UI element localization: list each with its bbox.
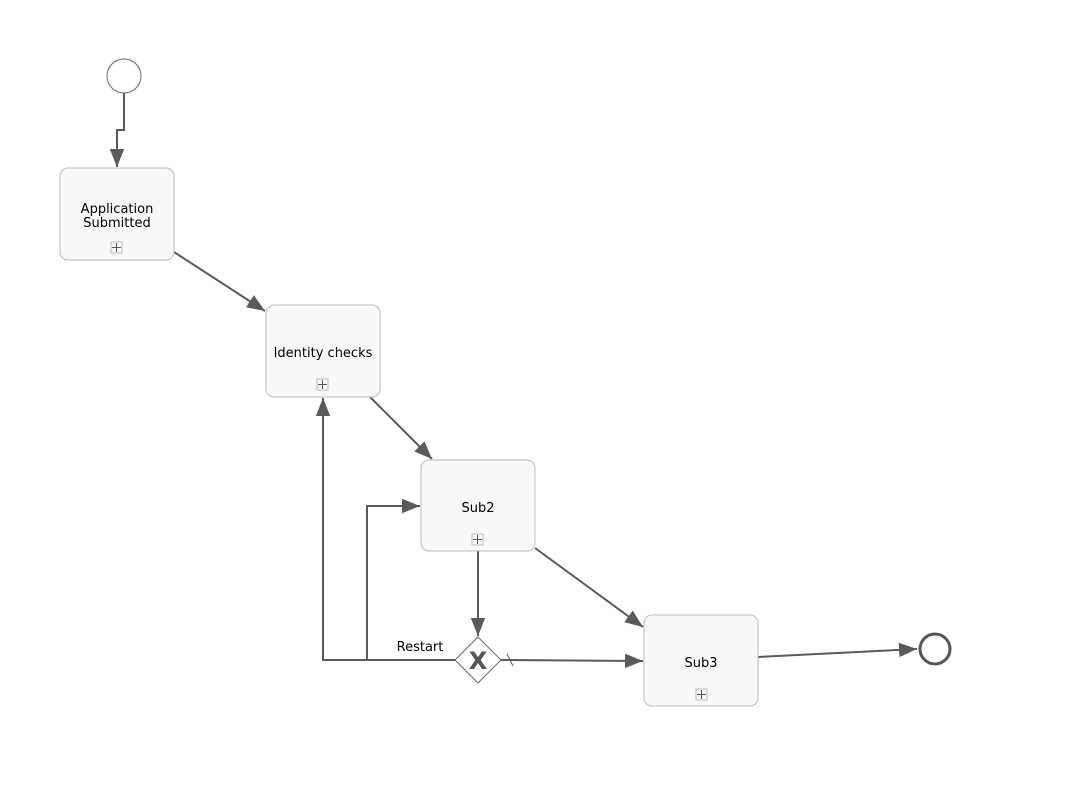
- collapsed-subprocess-icon[interactable]: [471, 533, 484, 546]
- task-sub3[interactable]: Sub3: [643, 614, 759, 707]
- collapsed-subprocess-icon[interactable]: [695, 688, 708, 701]
- exclusive-gateway[interactable]: X: [454, 636, 502, 684]
- task-label-line: Submitted: [83, 216, 150, 231]
- flow-start-to-application[interactable]: [109, 93, 125, 167]
- default-flow-marker: [506, 653, 514, 667]
- flow-restart-to-sub2[interactable]: [366, 498, 420, 660]
- start-event-circle[interactable]: [106, 58, 142, 94]
- flow-restart-to-identity[interactable]: [315, 398, 455, 661]
- task-label: Identity checks: [274, 346, 373, 361]
- task-label-line: Application: [81, 202, 154, 217]
- flow-gateway-to-sub3[interactable]: [500, 653, 644, 669]
- task-sub2[interactable]: Sub2: [420, 459, 536, 552]
- flow-sub3-to-end[interactable]: [757, 642, 918, 658]
- gateway-x-icon: X: [469, 647, 488, 675]
- flow-identity-to-sub2[interactable]: [369, 396, 433, 460]
- flow-label-restart: Restart: [397, 640, 444, 655]
- task-label: Sub3: [684, 656, 717, 671]
- flow-application-to-identity[interactable]: [173, 251, 266, 312]
- task-label: Sub2: [461, 501, 494, 516]
- flow-sub2-to-sub3[interactable]: [534, 547, 644, 628]
- task-identity-checks[interactable]: Identity checks: [265, 304, 381, 398]
- collapsed-subprocess-icon[interactable]: [110, 241, 123, 254]
- collapsed-subprocess-icon[interactable]: [316, 378, 329, 391]
- task-application-submitted[interactable]: Application Submitted: [59, 167, 175, 261]
- end-event-circle[interactable]: [918, 632, 952, 666]
